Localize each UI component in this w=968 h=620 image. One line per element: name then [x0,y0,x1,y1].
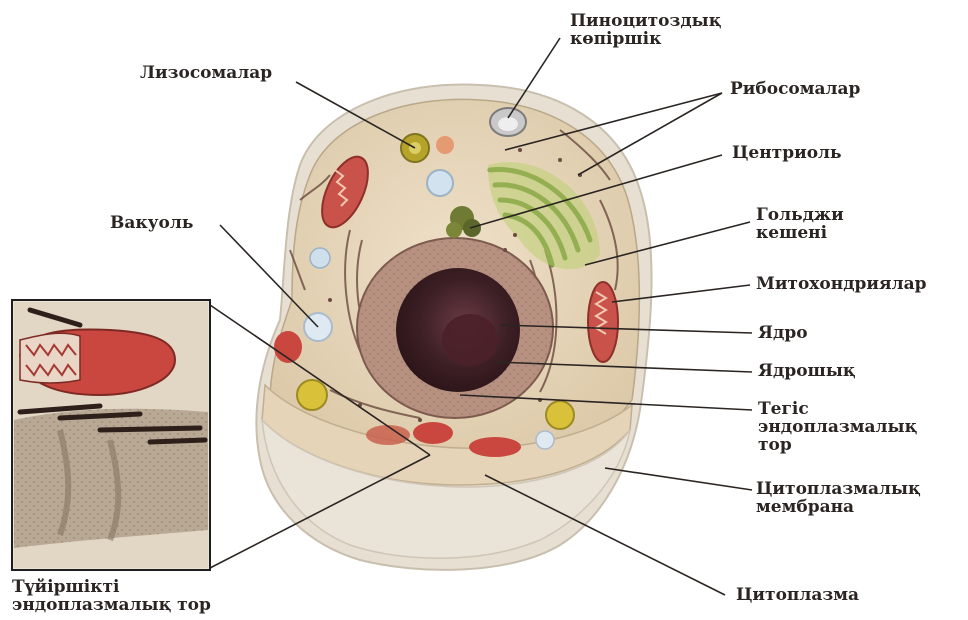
label-mitochondria: Митохондриялар [756,275,927,293]
label-line: мембрана [756,498,921,516]
label-smooth-er: Тегіс эндоплазмалық тор [758,400,917,454]
label-line: Цитоплазмалық [756,480,921,498]
pinocytotic-vesicle [490,108,526,136]
label-vacuole: Вакуоль [110,214,193,232]
nucleolus-body [442,314,498,366]
label-pinocytotic-vesicle: Пиноцитоздық көпіршік [570,12,721,48]
label-lysosomes: Лизосомалар [140,64,272,82]
inset-er-zoom [12,300,210,570]
label-line: кешені [756,224,844,242]
label-nucleus: Ядро [758,324,808,342]
label-line: Тегіс [758,400,917,418]
label-line: тор [758,436,917,454]
label-line: эндоплазмалық тор [12,596,211,614]
label-golgi: Гольджи кешені [756,206,844,242]
label-centriole: Центриоль [732,144,842,162]
label-cytoplasm: Цитоплазма [736,586,859,604]
label-line: Гольджи [756,206,844,224]
label-cytoplasmic-membrane: Цитоплазмалық мембрана [756,480,921,516]
label-line: көпіршік [570,30,721,48]
label-ribosomes: Рибосомалар [730,80,860,98]
label-rough-er: Түйіршікті эндоплазмалық тор [12,578,211,614]
label-line: Түйіршікті [12,578,211,596]
label-line: Пиноцитоздық [570,12,721,30]
mitochondrion-right [588,282,618,362]
label-nucleolus: Ядрошық [758,362,856,380]
label-line: эндоплазмалық [758,418,917,436]
